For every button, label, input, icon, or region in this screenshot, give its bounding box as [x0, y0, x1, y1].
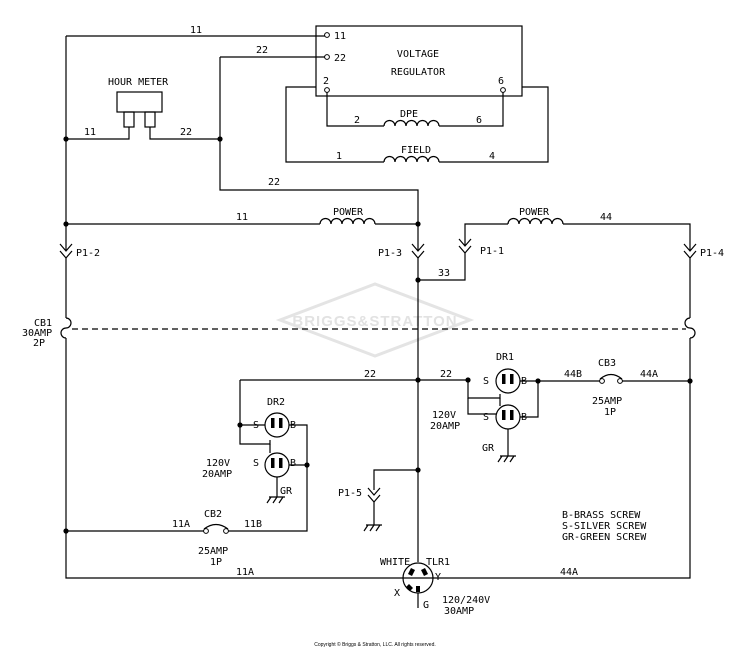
tlr1-color: WHITE	[380, 557, 410, 568]
wire-label-44-power: 44	[600, 212, 612, 223]
tlr1-name: TLR1	[426, 557, 450, 568]
tlr1-amps: 30AMP	[444, 606, 474, 617]
dr2-s-bottom: S	[253, 458, 259, 469]
dr1-s-bottom: S	[483, 412, 489, 423]
screw-legend: B-BRASS SCREW S-SILVER SCREW GR-GREEN SC…	[562, 510, 647, 543]
legend-line1: B-BRASS SCREW	[562, 510, 641, 521]
regulator-terminal-11: 11	[334, 31, 346, 42]
tlr1-y: Y	[435, 572, 441, 583]
field-coil: FIELD 1 4	[285, 86, 549, 163]
hour-meter: HOUR METER	[66, 77, 220, 140]
circuit-breaker-cb1: CB1 30AMP 2P	[22, 258, 696, 579]
regulator-title-line1: VOLTAGE	[397, 49, 439, 60]
cb2-name: CB2	[204, 509, 222, 520]
circuit-breaker-cb3: CB3 25AMP 1P	[592, 358, 623, 418]
regulator-terminal-6: 6	[498, 76, 504, 87]
connector-p1-4-label: P1-4	[700, 248, 724, 259]
connector-p1-2-label: P1-2	[76, 248, 100, 259]
wire-label-44b: 44B	[564, 369, 582, 380]
duplex-receptacle-dr2: DR2 S B S B GR 120V 20AMP	[202, 380, 308, 504]
dr1-s-top: S	[483, 376, 489, 387]
field-label: FIELD	[401, 145, 431, 156]
voltage-regulator: 11 22 2 6 VOLTAGE REGULATOR	[315, 25, 523, 97]
tlr1-g: G	[423, 600, 429, 611]
dpe-coil: DPE 2 6	[326, 92, 504, 127]
regulator-terminal-2: 2	[323, 76, 329, 87]
dr1-amps: 20AMP	[430, 421, 460, 432]
connector-p1-3: P1-3	[378, 243, 425, 259]
dr1-name: DR1	[496, 352, 514, 363]
legend-line2: S-SILVER SCREW	[562, 521, 647, 532]
duplex-receptacle-dr1: DR1 S B S B GR 120V 20AMP	[430, 352, 539, 463]
field-terminal-right: 4	[489, 151, 495, 162]
cb3-poles: 1P	[604, 407, 616, 418]
dr2-volts: 120V	[206, 458, 230, 469]
connector-p1-1: P1-1	[458, 238, 504, 257]
connector-p1-5-label: P1-5	[338, 488, 362, 499]
wire-label-22-bus: 22	[364, 369, 376, 380]
circuit-breaker-cb2: CB2 25AMP 1P	[198, 509, 229, 568]
wire-label-11-top: 11	[190, 25, 202, 36]
tlr1-x: X	[394, 588, 400, 599]
dr2-name: DR2	[267, 397, 285, 408]
cb2-poles: 1P	[210, 557, 222, 568]
hour-meter-label: HOUR METER	[108, 77, 169, 88]
wire-label-22-dr1: 22	[440, 369, 452, 380]
wire-label-11a-bottom: 11A	[236, 567, 254, 578]
wire-label-22-top: 22	[256, 45, 268, 56]
regulator-terminal-22: 22	[334, 53, 346, 64]
wire-label-11-meter: 11	[84, 127, 96, 138]
watermark: BRIGGS&STRATTON	[275, 282, 475, 358]
cb2-rating: 25AMP	[198, 546, 228, 557]
cb1-poles: 2P	[33, 338, 45, 349]
power-right-label: POWER	[519, 207, 550, 218]
connector-p1-3-label: P1-3	[378, 248, 402, 259]
dr2-gr: GR	[280, 486, 293, 497]
connector-p1-5: P1-5	[338, 469, 418, 532]
twist-lock-receptacle-tlr1: WHITE TLR1 Y X G 120/240V 30AMP	[380, 557, 490, 617]
wire-label-44a: 44A	[640, 369, 658, 380]
dpe-terminal-left: 2	[354, 115, 360, 126]
tlr1-volts: 120/240V	[442, 595, 490, 606]
wire-label-44a-bottom: 44A	[560, 567, 578, 578]
watermark-text: BRIGGS&STRATTON	[292, 313, 457, 330]
regulator-title-line2: REGULATOR	[391, 67, 446, 78]
field-terminal-left: 1	[336, 151, 342, 162]
dr1-volts: 120V	[432, 410, 456, 421]
dr2-amps: 20AMP	[202, 469, 232, 480]
wire-label-22-mid: 22	[268, 177, 280, 188]
cb3-name: CB3	[598, 358, 616, 369]
dr1-gr: GR	[482, 443, 495, 454]
wire-label-11a-cb2: 11A	[172, 519, 190, 530]
wire-label-22-meter: 22	[180, 127, 192, 138]
cb1-rating: 30AMP	[22, 328, 52, 339]
connector-p1-1-label: P1-1	[480, 246, 504, 257]
dpe-label: DPE	[400, 109, 418, 120]
wire-label-33: 33	[438, 268, 450, 279]
power-left-label: POWER	[333, 207, 364, 218]
power-coil-left: POWER	[66, 207, 418, 225]
dpe-terminal-right: 6	[476, 115, 482, 126]
wire-label-11-power: 11	[236, 212, 248, 223]
legend-line3: GR-GREEN SCREW	[562, 532, 647, 543]
copyright-notice: Copyright © Briggs & Stratton, LLC. All …	[314, 641, 436, 648]
wire-label-11b: 11B	[244, 519, 262, 530]
cb1-name: CB1	[34, 318, 52, 329]
dr2-b-bottom: B	[290, 458, 296, 469]
cb3-rating: 25AMP	[592, 396, 622, 407]
power-coil-right: POWER	[464, 207, 691, 250]
